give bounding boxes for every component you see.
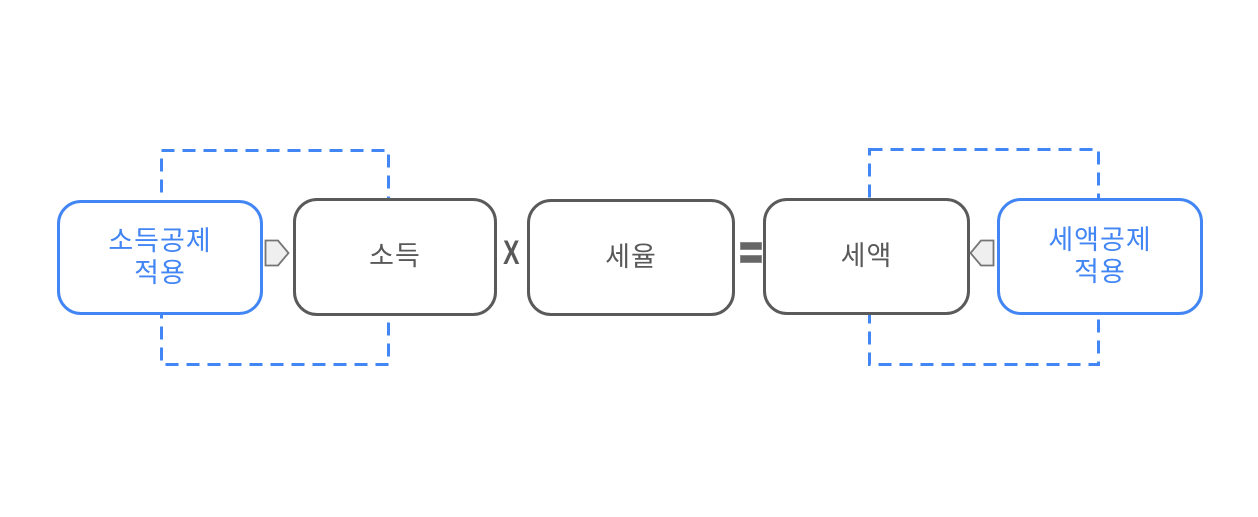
node-tax-amount: 세액 [763,198,970,315]
node-income-deduction: 소득공제 적용 [57,200,263,315]
node-income-label: 소득 [369,241,421,272]
multiply-operator: X [495,234,527,272]
node-tax-credit: 세액공제 적용 [997,198,1203,315]
equals-top-bar [740,242,762,250]
equals-bottom-bar [740,255,762,263]
node-tax-rate: 세율 [527,199,735,316]
node-tax-credit-label: 세액공제 적용 [1048,224,1152,287]
equals-operator-icon [740,242,762,263]
multiply-operator-symbol: X [502,234,520,272]
node-income: 소득 [293,198,497,316]
left-arrow-icon [969,239,995,267]
node-tax-amount-label: 세액 [840,240,893,271]
right-arrow-icon [264,239,290,267]
income-deduction-group-outline [160,149,390,366]
node-income-deduction-label: 소득공제 적용 [108,225,212,288]
node-tax-rate-label: 세율 [605,241,657,272]
